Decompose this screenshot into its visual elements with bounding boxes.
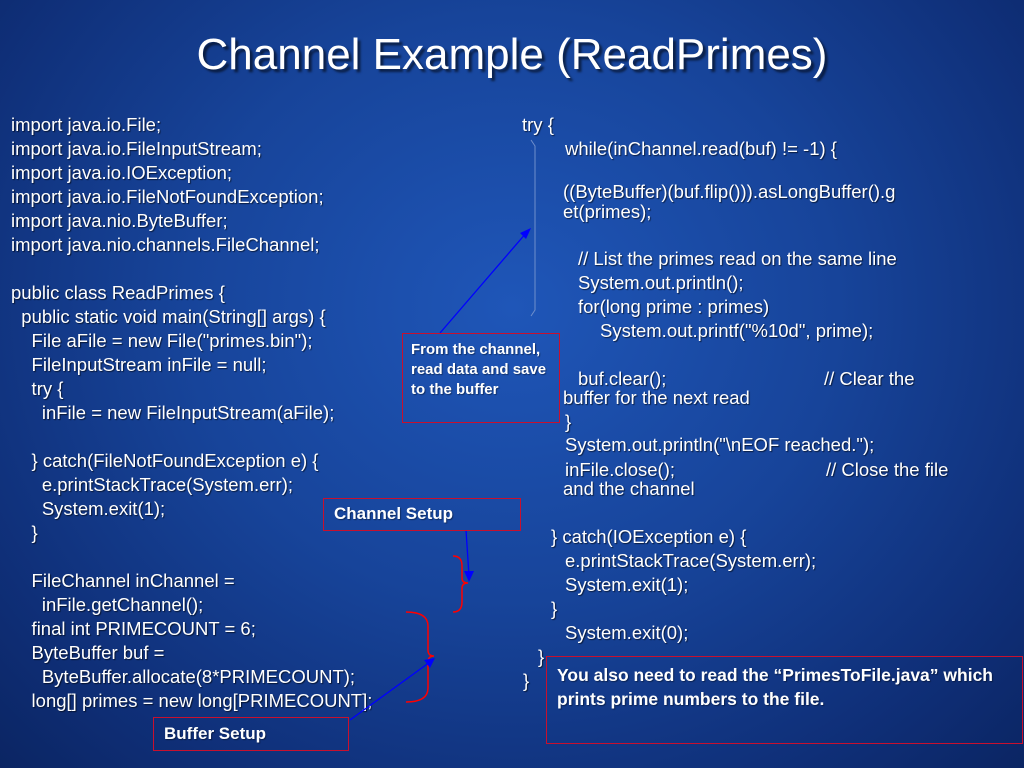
code-comment: // Close the file bbox=[826, 459, 949, 480]
channel-bracket bbox=[452, 555, 469, 613]
code-line: inFile = new FileInputStream(aFile); bbox=[11, 402, 335, 423]
code-line: for(long prime : primes) bbox=[578, 296, 770, 317]
code-line: } bbox=[523, 670, 530, 691]
code-line: } catch(IOException e) { bbox=[551, 526, 747, 547]
code-line: FileChannel inChannel = bbox=[11, 570, 235, 591]
code-line: import java.io.IOException; bbox=[11, 162, 233, 183]
code-line: long[] primes = new long[PRIMECOUNT]; bbox=[11, 690, 373, 711]
buffer-setup-arrowhead bbox=[424, 658, 435, 668]
code-line: System.out.println(); bbox=[578, 272, 744, 293]
code-line: } bbox=[565, 411, 572, 432]
code-line: import java.nio.ByteBuffer; bbox=[11, 210, 228, 231]
left-code-block: import java.io.File; import java.io.FileI… bbox=[11, 113, 372, 713]
code-line: e.printStackTrace(System.err); bbox=[11, 474, 294, 495]
code-line: System.out.println("\nEOF reached."); bbox=[565, 434, 875, 455]
code-line: try { bbox=[11, 378, 64, 399]
code-line: final int PRIMECOUNT = 6; bbox=[11, 618, 256, 639]
channel-setup-label: Channel Setup bbox=[334, 504, 454, 523]
channel-setup-arrowhead bbox=[464, 571, 474, 582]
code-line: buf.clear(); bbox=[578, 368, 667, 389]
code-line: ByteBuffer buf = bbox=[11, 642, 165, 663]
code-line: public static void main(String[] args) { bbox=[11, 306, 326, 327]
buffer-setup-arrow bbox=[349, 661, 431, 721]
note-callout: You also need to read the “PrimesToFile.… bbox=[546, 656, 1023, 744]
code-line: } bbox=[551, 598, 558, 619]
code-line: public class ReadPrimes { bbox=[11, 282, 225, 303]
code-line: FileInputStream inFile = null; bbox=[11, 354, 267, 375]
code-line: inFile.getChannel(); bbox=[11, 594, 204, 615]
channel-setup-arrow bbox=[465, 529, 470, 577]
code-line: System.exit(0); bbox=[565, 622, 689, 643]
read-data-callout-text: From the channel, read data and save to … bbox=[411, 341, 547, 398]
code-line: import java.io.FileInputStream; bbox=[11, 138, 262, 159]
code-line: import java.io.File; bbox=[11, 114, 162, 135]
scope-bracket-line bbox=[530, 139, 536, 317]
buffer-setup-label: Buffer Setup bbox=[164, 724, 266, 743]
code-line: System.exit(1); bbox=[11, 498, 166, 519]
code-line: while(inChannel.read(buf) != -1) { bbox=[565, 138, 837, 159]
code-line: inFile.close(); bbox=[565, 459, 675, 480]
code-line: File aFile = new File("primes.bin"); bbox=[11, 330, 313, 351]
code-line: ((ByteBuffer)(buf.flip())).asLongBuffer(… bbox=[563, 181, 896, 202]
code-line: ByteBuffer.allocate(8*PRIMECOUNT); bbox=[11, 666, 356, 687]
slide-title: Channel Example (ReadPrimes) bbox=[196, 30, 828, 79]
code-line: import java.nio.channels.FileChannel; bbox=[11, 234, 320, 255]
buffer-setup-callout: Buffer Setup bbox=[153, 717, 349, 751]
buffer-bracket bbox=[405, 611, 435, 703]
note-text: You also need to read the “PrimesToFile.… bbox=[557, 665, 993, 709]
code-line: } bbox=[538, 646, 545, 667]
code-line: } bbox=[11, 522, 38, 543]
code-line: et(primes); bbox=[563, 201, 652, 222]
code-line: System.exit(1); bbox=[565, 574, 689, 595]
read-data-arrowhead bbox=[520, 228, 531, 239]
code-line: e.printStackTrace(System.err); bbox=[565, 550, 817, 571]
channel-setup-callout: Channel Setup bbox=[323, 498, 521, 531]
code-line: System.out.printf("%10d", prime); bbox=[600, 320, 874, 341]
read-data-arrow bbox=[439, 231, 528, 334]
read-data-callout: From the channel, read data and save to … bbox=[402, 333, 560, 423]
code-line: } catch(FileNotFoundException e) { bbox=[11, 450, 319, 471]
code-line: try { bbox=[522, 114, 554, 135]
code-comment: // List the primes read on the same line bbox=[578, 248, 897, 269]
code-comment: buffer for the next read bbox=[563, 387, 750, 408]
code-comment: and the channel bbox=[563, 478, 695, 499]
code-comment: // Clear the bbox=[824, 368, 915, 389]
code-line: import java.io.FileNotFoundException; bbox=[11, 186, 324, 207]
